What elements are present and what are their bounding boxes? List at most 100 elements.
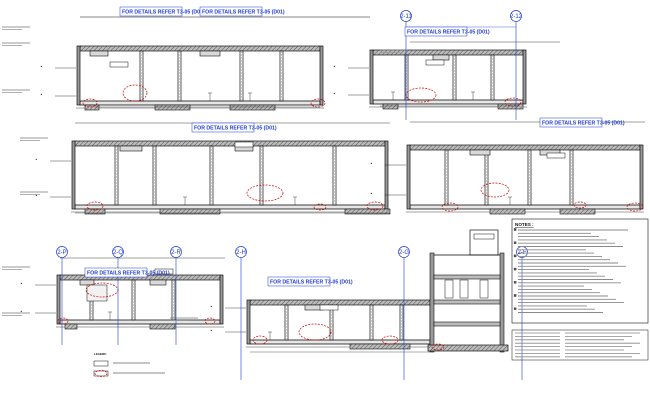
tag-box [319, 304, 339, 311]
wall [56, 274, 61, 325]
detail-reference-label: FOR DETAILS REFER T3-05 (D01) [202, 9, 285, 15]
wall [384, 140, 389, 210]
core-opening [459, 279, 469, 299]
grid-bubble: 2-12 [510, 10, 523, 22]
section-view: ▲▲ [370, 144, 644, 215]
schedule-frame [511, 329, 649, 361]
grid-bubble-label: 2-12 [510, 14, 523, 20]
core-opening [444, 279, 454, 299]
revision-cloud [381, 335, 399, 345]
section-view: ▲▲ [35, 140, 391, 215]
level-marker: ▲ [40, 93, 43, 96]
revision-cloud [441, 202, 459, 212]
detail-reference-label: FOR DETAILS REFER T3-05 (D01) [87, 270, 170, 276]
legend-swatch [93, 360, 109, 367]
wall [71, 140, 76, 210]
detail-reference-label: FOR DETAILS REFER T3-05 (D01) [270, 279, 353, 285]
grid-bubble-label: 2-H [236, 250, 246, 256]
level-marker: ▲ [35, 194, 38, 197]
level-marker: ▲ [210, 329, 213, 332]
detail-reference-tag: FOR DETAILS REFER T3-05 (D01) [84, 267, 170, 278]
level-marker: ▲ [35, 158, 38, 161]
column [152, 145, 157, 206]
wall [319, 45, 324, 106]
slab-hatch [373, 50, 523, 55]
beam [432, 54, 450, 61]
note-bullet [513, 241, 517, 244]
grid-bubble: 2-F [516, 246, 528, 258]
grid-bubble: 2-P [56, 246, 68, 258]
grid-bubble-label: 2-G [399, 250, 409, 256]
footing-hatch [160, 209, 220, 214]
slab-hatch [75, 141, 385, 146]
note-bullet [513, 267, 517, 271]
section-view: ▲▲ [20, 268, 224, 330]
footing-hatch [150, 324, 175, 329]
level-marker: ▲ [333, 92, 336, 95]
grid-bubble-circle [400, 10, 412, 22]
detail-reference-tag: FOR DETAILS REFER T3-05 (D01) [199, 6, 285, 17]
beam [149, 279, 167, 286]
column [369, 304, 374, 341]
column [114, 145, 119, 206]
revision-cloud [298, 323, 332, 341]
note-bullet [513, 307, 517, 310]
detail-reference-label: FOR DETAILS REFER T3-05 (D01) [194, 125, 277, 131]
core-slab [433, 299, 501, 305]
slab-hatch [250, 300, 430, 305]
tag-box [234, 141, 254, 148]
grid-bubble-label: 2-P [57, 250, 66, 256]
detail-reference-box [119, 6, 183, 17]
detail-reference-tag: FOR DETAILS REFER T3-05 (D01) [539, 117, 625, 128]
note-bullet [513, 281, 517, 284]
footing-hatch [345, 209, 390, 214]
footing-hatch [350, 344, 410, 349]
floor-slab [74, 204, 386, 210]
grid-bubble-label: 2-Q [113, 250, 123, 256]
revision-cloud [82, 98, 98, 108]
detail-reference-label: FOR DETAILS REFER T3-05 (D01) [122, 9, 205, 15]
footing-hatch [560, 209, 595, 214]
grid-bubble: 2-11 [400, 10, 412, 22]
footing-hatch [383, 104, 398, 109]
detail-reference-tags: FOR DETAILS REFER T3-05 (D01)FOR DETAILS… [84, 6, 625, 287]
notes-title: NOTES : [515, 222, 534, 227]
revision-cloud [626, 202, 644, 212]
grid-bubble: 2-H [235, 246, 247, 258]
level-marker: ▲ [210, 305, 213, 308]
column [332, 145, 337, 206]
revision-cloud [94, 370, 108, 377]
revision-cloud [86, 201, 104, 211]
grid-bubble-circle [235, 246, 247, 258]
revision-cloud [504, 97, 522, 107]
grid-bubble: 2-Q [112, 246, 124, 258]
wall [76, 45, 81, 106]
revision-cloud [310, 98, 326, 108]
beam [469, 149, 491, 156]
column [259, 145, 264, 206]
footing-hatch [85, 105, 99, 110]
beam [199, 50, 221, 57]
note-bullet [513, 228, 517, 231]
detail-reference-box [199, 6, 263, 17]
core-wall [429, 252, 435, 353]
notes-block: NOTES : [511, 218, 649, 361]
level-marker: ▲ [370, 162, 373, 165]
tag-box [154, 268, 174, 275]
detail-reference-label: FOR DETAILS REFER T3-05 (D01) [407, 29, 490, 35]
level-marker: ▲ [40, 65, 43, 68]
footing-hatch [230, 105, 275, 110]
revision-cloud [246, 184, 284, 202]
section-view: ▲▲ [210, 299, 434, 350]
footing-hatch [498, 104, 523, 109]
grid-bubble-circle [510, 10, 522, 22]
wall [219, 274, 224, 325]
footing-hatch [155, 105, 190, 110]
floor-slab [79, 100, 321, 106]
column [284, 304, 289, 341]
wall [522, 49, 527, 105]
grid-bubble-label: 2-11 [400, 14, 412, 20]
column [399, 304, 404, 341]
